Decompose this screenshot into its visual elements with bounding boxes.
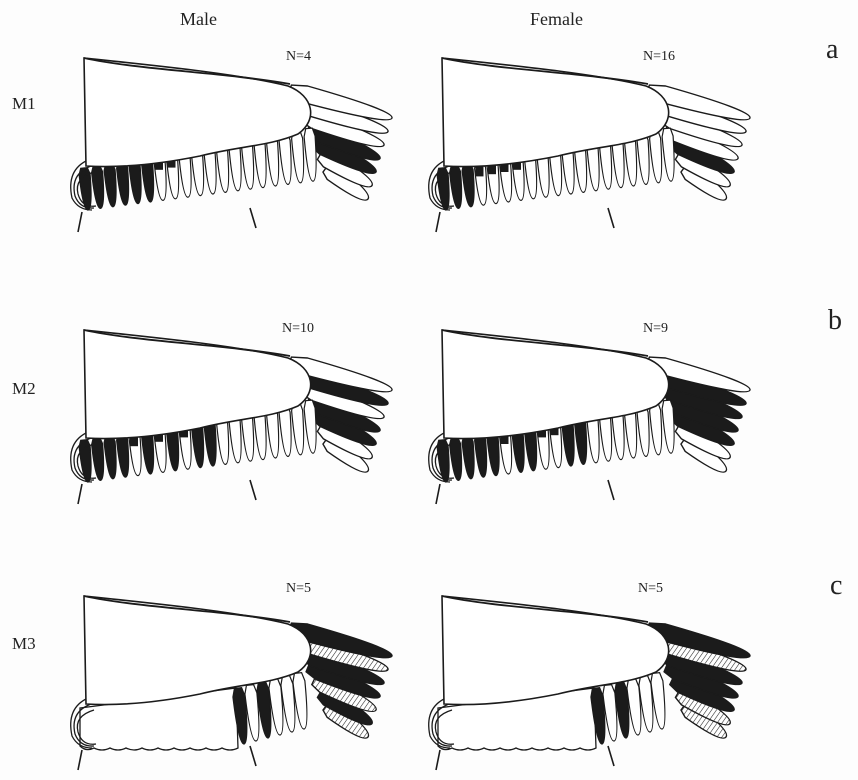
wing-female-m3 <box>429 596 750 770</box>
reference-tick <box>250 480 256 500</box>
wing-male-m3 <box>71 596 392 770</box>
secondary-feather <box>292 130 304 182</box>
reference-tick <box>78 212 82 232</box>
secondary-feather <box>475 433 487 477</box>
secondary-feather <box>662 400 674 453</box>
secondary-feather <box>117 161 129 205</box>
reference-tick <box>608 746 614 766</box>
wing-male-m1 <box>71 58 392 232</box>
secondary-feather <box>462 163 474 207</box>
reference-tick <box>78 484 82 504</box>
reference-tick <box>78 750 82 770</box>
secondary-feather <box>104 163 116 207</box>
secondary-feather <box>104 435 116 479</box>
secondary-feather <box>117 433 129 477</box>
reference-tick <box>436 484 440 504</box>
secondary-feather <box>462 435 474 479</box>
secondary-feather <box>292 402 304 454</box>
wing-female-m1 <box>429 58 750 232</box>
secondary-feather <box>662 128 674 181</box>
reference-tick <box>250 208 256 228</box>
reference-tick <box>436 212 440 232</box>
secondary-feather <box>650 130 662 182</box>
secondary-feather <box>650 402 662 454</box>
reference-tick <box>608 208 614 228</box>
reference-tick <box>436 750 440 770</box>
reference-tick <box>608 480 614 500</box>
wing-female-m2 <box>429 330 750 504</box>
reference-tick <box>250 746 256 766</box>
wing-male-m2 <box>71 330 392 504</box>
secondary-feather <box>304 128 316 181</box>
secondary-feather <box>304 400 316 453</box>
